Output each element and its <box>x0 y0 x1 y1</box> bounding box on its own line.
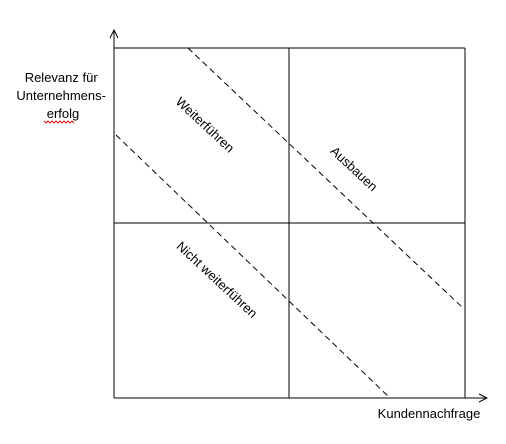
y-axis-label-line-2: Unternehmens- <box>16 88 106 103</box>
upper-diagonal-boundary <box>187 47 464 309</box>
y-axis-label-line-3: erfolg <box>47 106 80 121</box>
x-axis-label: Kundennachfrage <box>378 406 481 421</box>
y-axis-label-line-1: Relevanz für <box>25 70 99 85</box>
region-label-weiterfuehren: Weiterführen <box>173 94 237 156</box>
region-label-nicht-weiterfuehren: Nicht weiterführen <box>174 238 261 320</box>
spellcheck-underline <box>43 120 75 124</box>
lower-diagonal-boundary <box>115 134 391 399</box>
y-axis-label: Relevanz für Unternehmens- erfolg <box>16 70 109 121</box>
region-label-ausbauen: Ausbauen <box>328 143 381 194</box>
